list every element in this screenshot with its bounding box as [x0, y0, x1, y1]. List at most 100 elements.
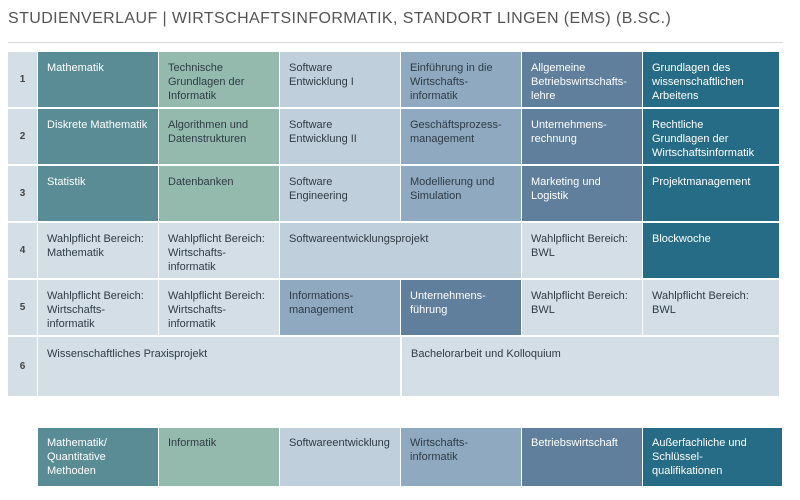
module-line: Geschäftsprozess-	[410, 119, 502, 131]
semester-number-1: 1	[8, 52, 38, 109]
module-unternehmensrechnung: Unternehmens- rechnung	[522, 109, 643, 166]
module-bachelorarbeit-kolloquium: Bachelorarbeit und Kolloquium	[401, 337, 780, 398]
module-line: Unternehmens-	[410, 290, 486, 302]
module-line: informatik	[47, 318, 95, 330]
module-line: Logistik	[531, 190, 569, 202]
legend-line: Wirtschafts-	[410, 437, 469, 449]
legend-wirtschaftsinformatik: Wirtschafts- informatik	[401, 428, 522, 486]
module-line: Bachelorarbeit und Kolloquium	[411, 348, 561, 360]
module-software-entwicklung-1: Software Entwicklung I	[280, 52, 401, 109]
module-marketing-logistik: Marketing und Logistik	[522, 166, 643, 223]
module-line: Marketing und	[531, 176, 601, 188]
legend-informatik: Informatik	[159, 428, 280, 486]
module-line: Software	[289, 176, 333, 188]
module-wahlpflicht-bwl: Wahlpflicht Bereich: BWL	[522, 280, 643, 337]
module-line: management	[410, 133, 475, 145]
module-line: informatik	[410, 90, 458, 102]
module-blockwoche: Blockwoche	[643, 223, 780, 280]
module-line: Statistik	[47, 176, 86, 188]
module-line: wissenschaftlichen	[652, 76, 744, 88]
module-line: Datenstrukturen	[168, 133, 247, 145]
module-informationsmanagement: Informations- management	[280, 280, 401, 337]
module-line: Allgemeine	[531, 62, 586, 74]
module-line: Wahlpflicht Bereich:	[47, 290, 144, 302]
module-line: Diskrete Mathematik	[47, 119, 148, 131]
module-line: Wahlpflicht Bereich:	[531, 233, 628, 245]
module-line: Blockwoche	[652, 233, 711, 245]
module-line: Software	[289, 119, 333, 131]
semester-number-3: 3	[8, 166, 38, 223]
legend-line: Quantitative	[47, 451, 106, 463]
semester-number-6: 6	[8, 337, 38, 398]
legend-line: Schlüssel-	[652, 451, 703, 463]
module-line: Wahlpflicht Bereich:	[47, 233, 144, 245]
module-line: Wirtschafts-	[168, 247, 227, 259]
module-modellierung-simulation: Modellierung und Simulation	[401, 166, 522, 223]
module-line: Wissenschaftliches Praxisprojekt	[47, 348, 208, 360]
module-line: Technische	[168, 62, 224, 74]
module-line: Wahlpflicht Bereich:	[652, 290, 749, 302]
module-line: Entwicklung I	[289, 76, 354, 88]
module-line: Softwareentwicklungsprojekt	[289, 233, 429, 245]
module-rechtliche-grundlagen: Rechtliche Grundlagen der Wirtschaftsinf…	[643, 109, 780, 166]
module-line: Unternehmens-	[531, 119, 607, 131]
legend-line: informatik	[410, 451, 458, 463]
page-title: STUDIENVERLAUF | WIRTSCHAFTSINFORMATIK, …	[8, 10, 672, 27]
semester-number-5: 5	[8, 280, 38, 337]
module-software-engineering: Software Engineering	[280, 166, 401, 223]
module-line: Software	[289, 62, 333, 74]
module-line: Datenbanken	[168, 176, 234, 188]
module-line: informatik	[168, 318, 216, 330]
semester-number-4: 4	[8, 223, 38, 280]
module-allgemeine-bwl: Allgemeine Betriebswirtschafts- lehre	[522, 52, 643, 109]
module-line: BWL	[531, 304, 555, 316]
module-line: Informations-	[289, 290, 354, 302]
module-line: Modellierung und	[410, 176, 495, 188]
curriculum-grid: 1 Mathematik Technische Grundlagen der I…	[8, 52, 783, 409]
legend-line: Mathematik/	[47, 437, 107, 449]
legend-ausserfachliche: Außerfachliche und Schlüssel- qualifikat…	[643, 428, 783, 486]
module-algorithmen-datenstrukturen: Algorithmen und Datenstrukturen	[159, 109, 280, 166]
module-line: Engineering	[289, 190, 348, 202]
module-line: Grundlagen der	[168, 76, 245, 88]
module-datenbanken: Datenbanken	[159, 166, 280, 223]
module-line: Informatik	[168, 90, 217, 102]
legend-line: Betriebswirtschaft	[531, 437, 618, 449]
module-line: Simulation	[410, 190, 462, 202]
module-einfuehrung-wirtschaftsinformatik: Einführung in die Wirtschafts- informati…	[401, 52, 522, 109]
legend-line: Softwareentwicklung	[289, 437, 390, 449]
module-line: management	[289, 304, 354, 316]
module-diskrete-mathematik: Diskrete Mathematik	[38, 109, 159, 166]
module-wahlpflicht-wirtschaftsinformatik: Wahlpflicht Bereich: Wirtschafts- inform…	[159, 223, 280, 280]
module-line: führung	[410, 304, 448, 316]
module-line: Wirtschaftsinformatik	[652, 147, 755, 159]
title-divider	[8, 42, 783, 43]
module-wahlpflicht-wirtschaftsinformatik: Wahlpflicht Bereich: Wirtschafts- inform…	[159, 280, 280, 337]
module-wahlpflicht-bwl: Wahlpflicht Bereich: BWL	[643, 280, 780, 337]
module-line: Wirtschafts-	[47, 304, 106, 316]
module-line: Arbeitens	[652, 90, 699, 102]
module-line: Projektmanagement	[652, 176, 751, 188]
module-wissenschaftliches-praxisprojekt: Wissenschaftliches Praxisprojekt	[38, 337, 401, 398]
legend-line: Informatik	[168, 437, 217, 449]
module-technische-grundlagen-der-informatik: Technische Grundlagen der Informatik	[159, 52, 280, 109]
semester-number-2: 2	[8, 109, 38, 166]
module-line: Wahlpflicht Bereich:	[168, 233, 265, 245]
module-line: Wirtschafts-	[168, 304, 227, 316]
module-line: Entwicklung II	[289, 133, 357, 145]
legend-line: Außerfachliche und	[652, 437, 747, 449]
module-line: BWL	[531, 247, 555, 259]
color-legend: Mathematik/ Quantitative Methoden Inform…	[38, 428, 783, 486]
module-line: Rechtliche	[652, 119, 704, 131]
module-line: BWL	[652, 304, 676, 316]
legend-betriebswirtschaft: Betriebswirtschaft	[522, 428, 643, 486]
module-wahlpflicht-mathematik: Wahlpflicht Bereich: Mathematik	[38, 223, 159, 280]
legend-softwareentwicklung: Softwareentwicklung	[280, 428, 401, 486]
module-line: informatik	[168, 261, 216, 273]
module-line: Grundlagen des	[652, 62, 731, 74]
module-line: Mathematik	[47, 62, 104, 74]
legend-line: Methoden	[47, 465, 96, 477]
module-mathematik: Mathematik	[38, 52, 159, 109]
module-statistik: Statistik	[38, 166, 159, 223]
legend-mathematik: Mathematik/ Quantitative Methoden	[38, 428, 159, 486]
